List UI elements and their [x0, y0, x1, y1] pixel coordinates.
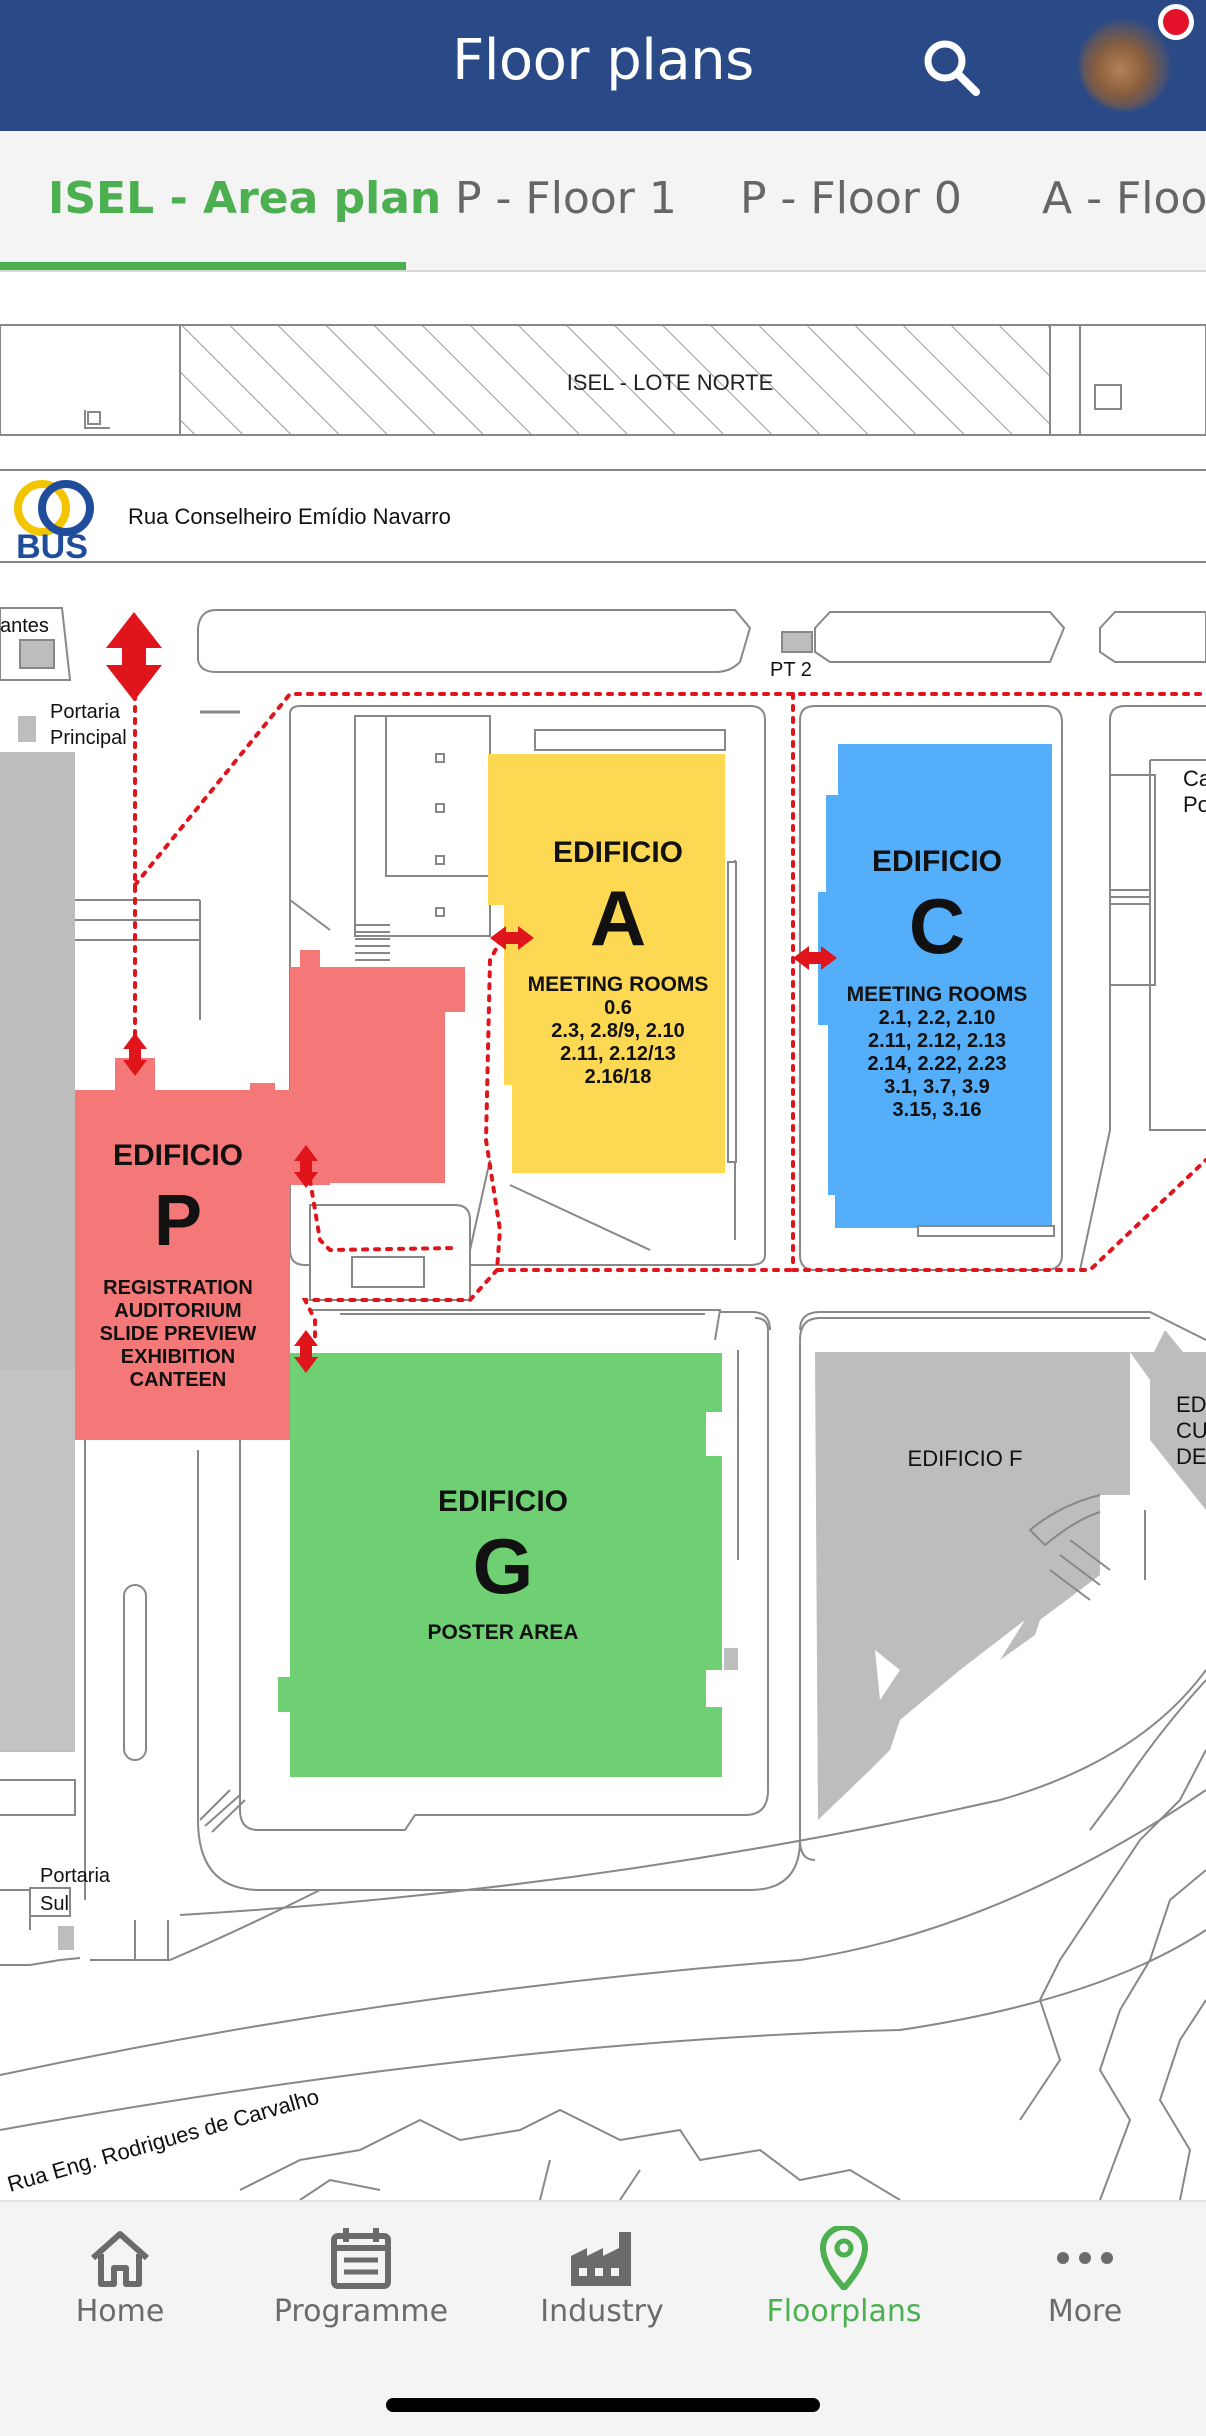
building-c-word: EDIFICIO: [872, 845, 1002, 878]
tabbar-programme-label: Programme: [273, 2294, 449, 2329]
building-g[interactable]: EDIFICIO G POSTER AREA: [278, 1353, 738, 1777]
building-c-line-5: 3.15, 3.16: [893, 1099, 982, 1121]
street-top-label: Rua Conselheiro Emídio Navarro: [128, 504, 451, 529]
tabbar-floorplans-label: Floorplans: [766, 2294, 922, 2329]
calendar-icon: [331, 2228, 391, 2289]
tab-p-floor-1[interactable]: P - Floor 1: [455, 173, 677, 224]
building-p-line-4: EXHIBITION: [121, 1346, 235, 1368]
floor-tabs: ISEL - Area plan P - Floor 1 P - Floor 0…: [0, 131, 1206, 272]
notification-badge: [1158, 4, 1194, 40]
building-c-line-2: 2.11, 2.12, 2.13: [868, 1030, 1006, 1052]
home-indicator: [386, 2398, 820, 2412]
building-g-word: EDIFICIO: [438, 1485, 568, 1518]
building-c-line-1: 2.1, 2.2, 2.10: [879, 1007, 996, 1029]
right-edge-label-cu: CU: [1176, 1418, 1206, 1443]
edificio-f-label: EDIFICIO F: [908, 1446, 1023, 1471]
building-a-line-4: 2.16/18: [585, 1066, 652, 1088]
building-a-line-3: 2.11, 2.12/13: [560, 1043, 676, 1065]
left-building: [0, 752, 201, 1752]
right-edge-label-de: DE: [1176, 1444, 1206, 1469]
portaria-principal-label-2: Principal: [50, 727, 127, 749]
lote-norte-label: ISEL - LOTE NORTE: [567, 370, 774, 395]
active-tab-indicator: [0, 262, 406, 270]
block-a-outline: [289, 705, 766, 1266]
building-a-letter: A: [590, 874, 646, 962]
tabbar-floorplans[interactable]: Floorplans: [744, 2226, 944, 2329]
building-a-word: EDIFICIO: [553, 836, 683, 869]
floor-plan-map[interactable]: ISEL - LOTE NORTE BUS Rua Conselheiro Em…: [0, 274, 1206, 2200]
portaria-sul-label: Portaria: [40, 1865, 111, 1887]
building-p-word: EDIFICIO: [113, 1139, 243, 1172]
tabbar-more[interactable]: More: [985, 2226, 1185, 2329]
portaria-principal-label: Portaria: [50, 701, 121, 723]
bus-logo-text: BUS: [16, 528, 88, 566]
building-p[interactable]: EDIFICIO P REGISTRATION AUDITORIUM SLIDE…: [75, 950, 465, 1440]
building-p-letter: P: [154, 1181, 202, 1261]
tab-p-floor-0[interactable]: P - Floor 0: [740, 173, 962, 224]
tabbar-programme[interactable]: Programme: [261, 2226, 461, 2329]
search-button[interactable]: [918, 34, 986, 102]
tab-isel-area-plan[interactable]: ISEL - Area plan: [48, 173, 442, 224]
lote-norte-area: ISEL - LOTE NORTE: [0, 324, 1206, 436]
app-header: Floor plans: [0, 0, 1206, 131]
search-icon: [924, 40, 980, 96]
block-g-outline: [197, 1317, 801, 1891]
building-p-line-5: CANTEEN: [130, 1369, 227, 1391]
tabbar-industry-label: Industry: [540, 2294, 664, 2329]
building-c-line-4: 3.1, 3.7, 3.9: [884, 1076, 990, 1098]
bus-stop: BUS: [14, 480, 94, 566]
map-pin-icon: [820, 2226, 868, 2290]
building-f: EDIFICIO F: [815, 1330, 1206, 1820]
sidewalk: [0, 607, 1206, 681]
walking-route: [133, 692, 1206, 1342]
entrance-arrows: [106, 612, 837, 1373]
right-edge-label-po: Po: [1183, 792, 1206, 817]
portaria-sul-label-2: Sul: [40, 1893, 69, 1915]
tabbar-home[interactable]: Home: [20, 2226, 220, 2329]
building-p-line-1: REGISTRATION: [103, 1277, 253, 1299]
building-p-line-3: SLIDE PREVIEW: [100, 1323, 257, 1345]
bottom-tab-bar: Home Programme Industry Floorplans: [0, 2200, 1206, 2436]
home-icon: [91, 2231, 149, 2287]
building-p-line-2: AUDITORIUM: [114, 1300, 241, 1322]
pt2-label: PT 2: [770, 659, 812, 681]
street-bottom-label: Rua Eng. Rodrigues de Carvalho: [4, 2084, 321, 2197]
building-a[interactable]: EDIFICIO A MEETING ROOMS 0.6 2.3, 2.8/9,…: [488, 754, 737, 1173]
building-a-subtitle: MEETING ROOMS: [528, 973, 709, 996]
building-a-line-1: 0.6: [604, 997, 632, 1019]
right-edge-label-ca: Ca: [1183, 766, 1206, 791]
tab-a-floor[interactable]: A - Floor: [1042, 173, 1206, 224]
avatar[interactable]: [1080, 20, 1170, 110]
building-g-letter: G: [473, 1522, 534, 1610]
building-c-subtitle: MEETING ROOMS: [847, 983, 1028, 1006]
building-c-line-3: 2.14, 2.22, 2.23: [867, 1053, 1006, 1075]
building-g-subtitle: POSTER AREA: [428, 1621, 579, 1644]
more-icon: [1057, 2252, 1113, 2264]
tabbar-industry[interactable]: Industry: [502, 2226, 702, 2329]
right-edge-label-ed: ED: [1176, 1392, 1206, 1417]
building-c-letter: C: [909, 882, 965, 970]
page-title: Floor plans: [452, 28, 754, 93]
building-c[interactable]: EDIFICIO C MEETING ROOMS 2.1, 2.2, 2.10 …: [818, 744, 1055, 1237]
tabbar-more-label: More: [1047, 2294, 1123, 2329]
factory-icon: [571, 2232, 631, 2286]
building-a-line-2: 2.3, 2.8/9, 2.10: [551, 1020, 684, 1042]
tabbar-home-label: Home: [75, 2294, 165, 2329]
antes-label: antes: [0, 615, 49, 637]
